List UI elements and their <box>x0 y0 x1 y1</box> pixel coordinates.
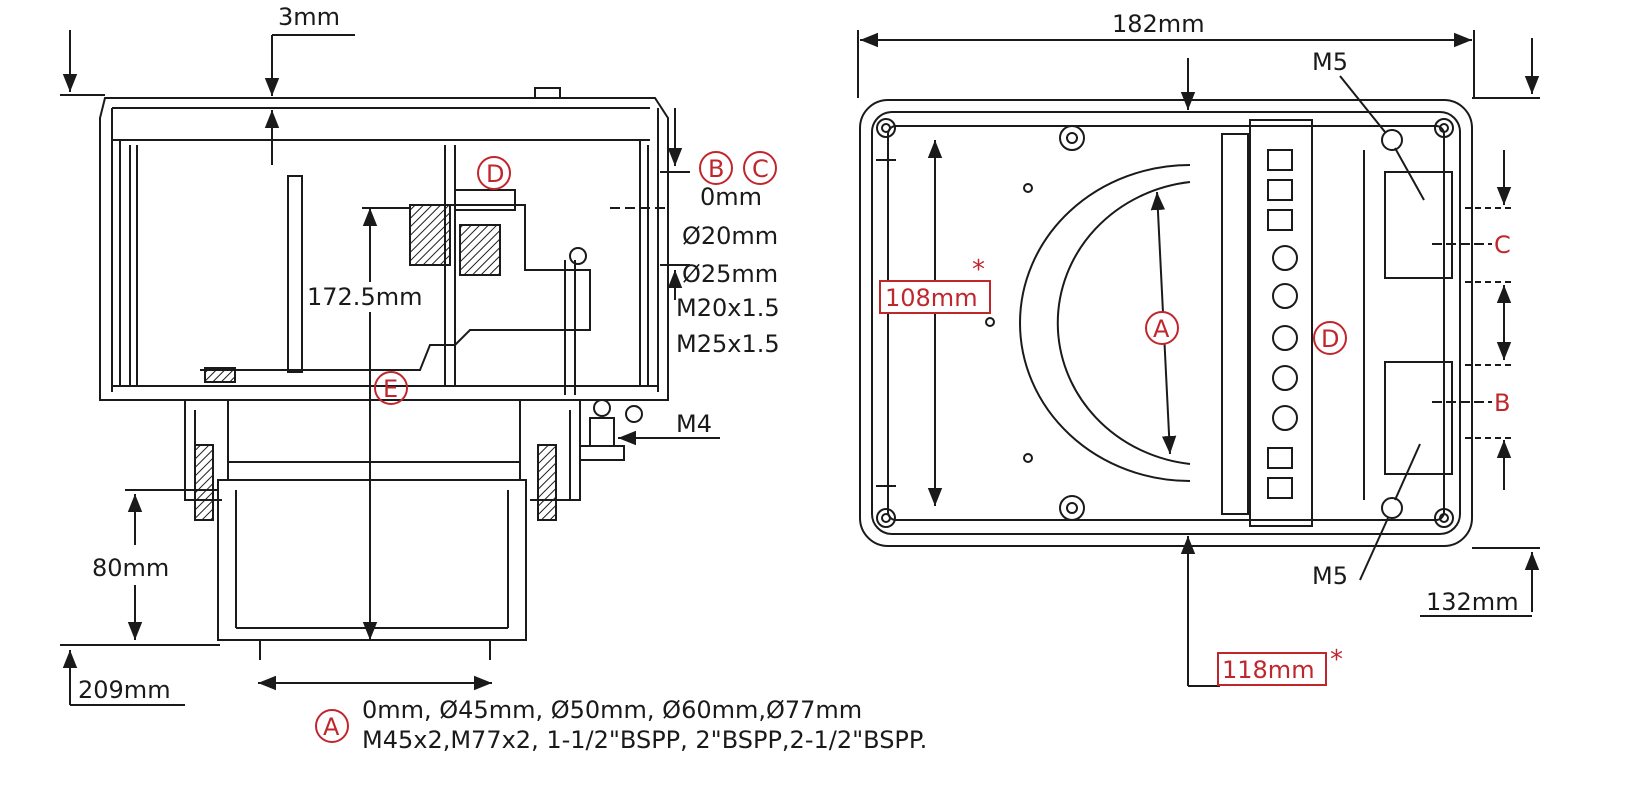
dim-m4: M4 <box>676 410 712 438</box>
legend-a-label: A <box>323 713 340 741</box>
top-texts: 182mm M5 M5 108mm * 118mm * A D C B 132m… <box>879 10 1519 686</box>
legend: A 0mm, Ø45mm, Ø50mm, Ø60mm,Ø77mm M45x2,M… <box>315 696 927 754</box>
label-c-circle <box>743 151 777 185</box>
dim-182mm: 182mm <box>1112 10 1205 38</box>
label-c-top: C <box>1494 231 1511 259</box>
label-e: E <box>383 375 398 403</box>
legend-line-1: 0mm, Ø45mm, Ø50mm, Ø60mm,Ø77mm <box>362 696 862 724</box>
label-d-side: D <box>486 160 504 188</box>
dim-118mm: 118mm <box>1222 656 1315 684</box>
label-b-circle <box>699 151 733 185</box>
dim-209mm: 209mm <box>78 676 171 704</box>
dim-80mm: 80mm <box>92 554 169 582</box>
label-d-top-circle <box>1313 321 1347 355</box>
label-b-top: B <box>1494 389 1510 417</box>
asterisk-118: * <box>1330 645 1343 675</box>
dim-172-5mm: 172.5mm <box>307 283 422 311</box>
label-d-circle <box>477 156 511 190</box>
thread-m25: M25x1.5 <box>676 330 780 358</box>
label-a-circle <box>1145 311 1179 345</box>
dim-108mm: 108mm <box>885 284 978 312</box>
label-a-top: A <box>1153 315 1170 343</box>
label-c-side: C <box>752 155 769 183</box>
dim-132mm: 132mm <box>1426 588 1519 616</box>
top-dimensions <box>857 30 1540 687</box>
box-108mm <box>879 280 991 314</box>
dim-25mm: Ø25mm <box>682 260 778 288</box>
side-texts: 3mm D B C 0mm Ø20mm Ø25mm M20x1.5 M25x1.… <box>78 3 780 704</box>
top-view <box>859 99 1473 547</box>
pipe-outline <box>217 479 527 641</box>
dim-3mm: 3mm <box>278 3 340 31</box>
label-m5-top: M5 <box>1312 48 1348 76</box>
label-b-side: B <box>708 155 724 183</box>
thread-m20: M20x1.5 <box>676 294 780 322</box>
side-view <box>99 87 669 660</box>
dim-0mm: 0mm <box>700 183 762 211</box>
legend-line-2: M45x2,M77x2, 1-1/2"BSPP, 2"BSPP,2-1/2"BS… <box>362 726 927 754</box>
label-d-top: D <box>1321 325 1339 353</box>
label-e-circle <box>374 371 408 405</box>
label-m5-bottom: M5 <box>1312 562 1348 590</box>
terminal-block <box>1249 119 1313 527</box>
asterisk-108: * <box>972 255 985 285</box>
terminal-screws <box>1267 149 1298 499</box>
side-dimensions <box>60 30 720 706</box>
lid-outline <box>99 97 669 401</box>
legend-a-circle <box>315 709 349 743</box>
enclosure-outer <box>859 99 1473 547</box>
box-118mm <box>1217 652 1327 686</box>
dim-20mm: Ø20mm <box>682 222 778 250</box>
